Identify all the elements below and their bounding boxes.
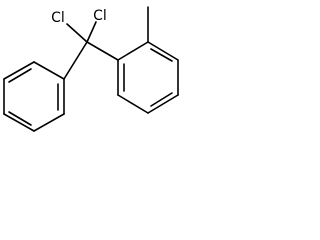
tolyl-double-bond-a — [150, 48, 173, 62]
phenyl-double-bond-b — [8, 111, 32, 126]
bond-c-tolyl — [86, 41, 119, 61]
phenyl-bond-6 — [33, 61, 65, 80]
structure-diagram: Cl Cl — [3, 6, 179, 132]
tolyl-bond-5 — [117, 94, 149, 114]
tolyl-bond-1 — [117, 41, 149, 61]
phenyl-double-bond-c — [8, 68, 32, 83]
tolyl-bond-4 — [147, 94, 179, 114]
phenyl-bond-5 — [3, 61, 35, 80]
tolyl-ring — [117, 41, 179, 114]
phenyl-bond-3 — [3, 113, 35, 132]
phenyl-bond-2 — [33, 113, 65, 132]
bond-c-cl-right — [86, 21, 97, 43]
bond-c-cl-left — [66, 23, 88, 43]
bond-c-phenyl — [63, 41, 88, 80]
phenyl-ring — [3, 61, 65, 132]
tolyl-double-bond-b — [150, 92, 173, 107]
chlorine-left-label: Cl — [51, 10, 65, 26]
chlorine-right-label: Cl — [93, 8, 107, 24]
tolyl-bond-2 — [147, 41, 179, 61]
